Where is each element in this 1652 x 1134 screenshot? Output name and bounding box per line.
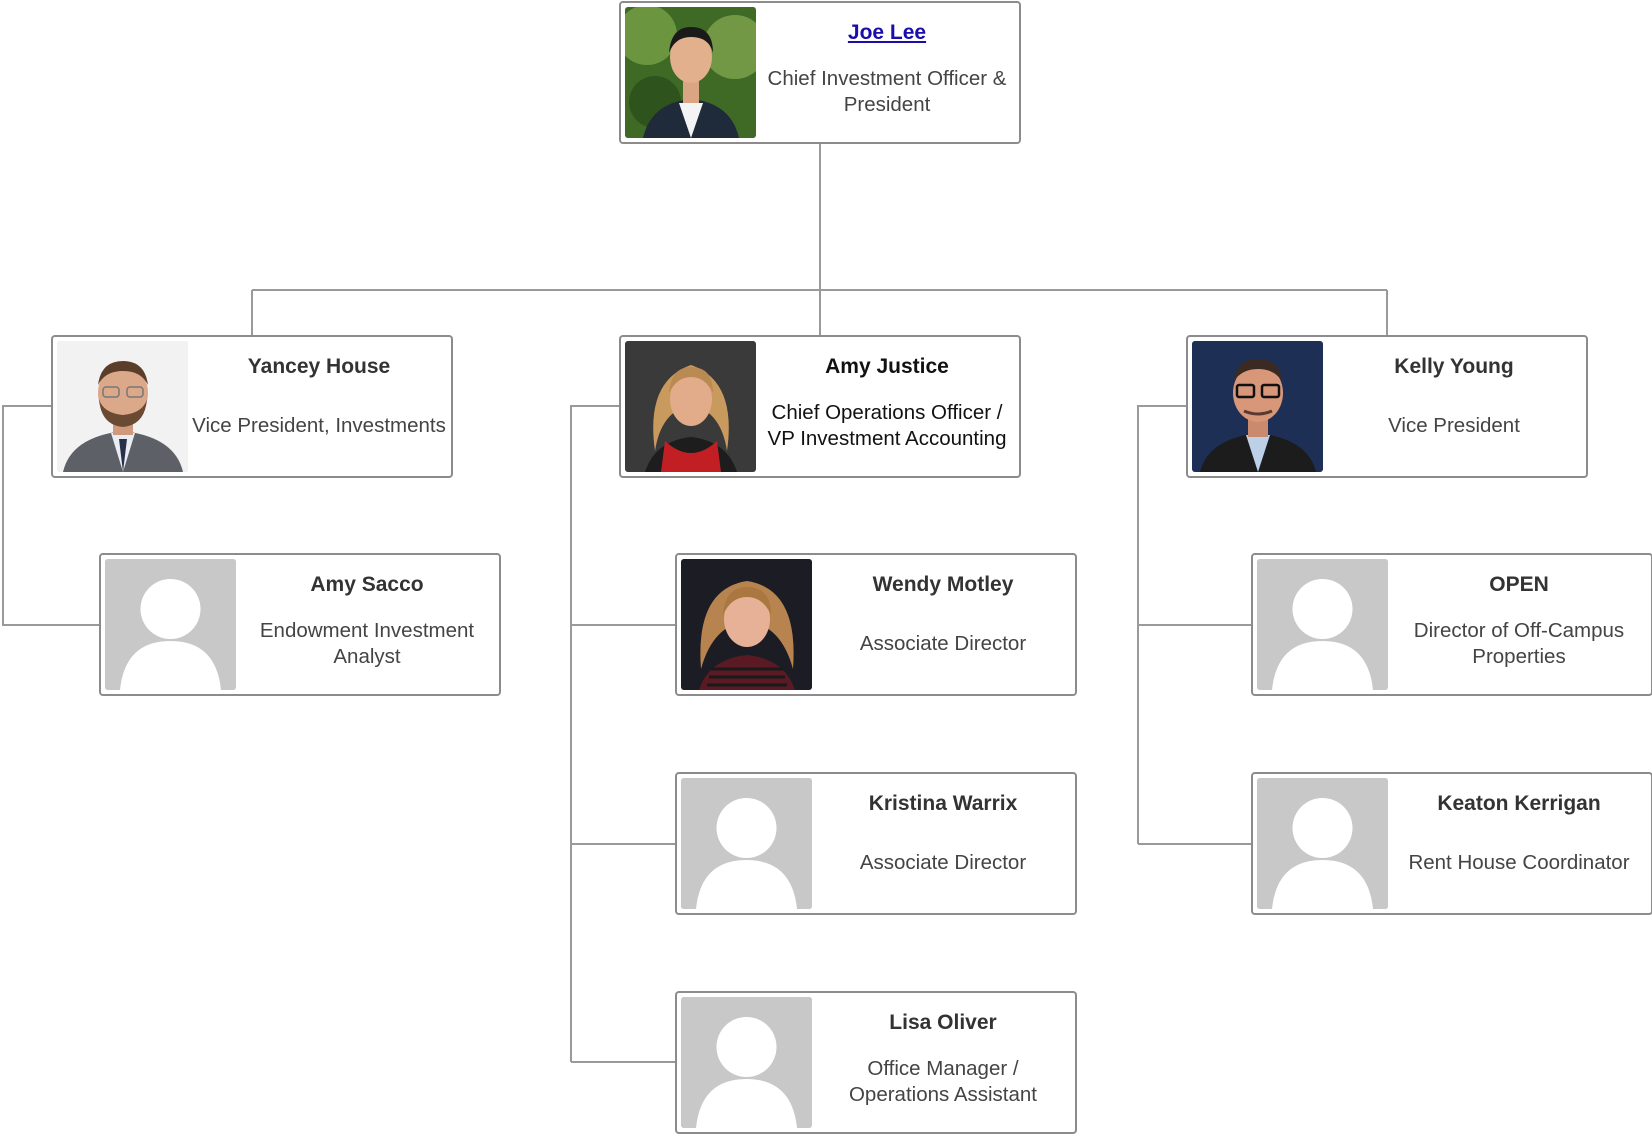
placeholder-avatar-icon (105, 559, 236, 690)
photo-yancey-house (57, 341, 188, 472)
name-wendy-motley: Wendy Motley (872, 573, 1014, 596)
org-card-yancey-house: Yancey House Vice President, Investments (51, 335, 453, 478)
org-card-lisa-oliver: Lisa Oliver Office Manager / Operations … (675, 991, 1077, 1134)
name-amy-justice: Amy Justice (825, 355, 949, 378)
placeholder-avatar-icon (681, 997, 812, 1128)
org-card-joe-lee: Joe Lee Chief Investment Officer & Presi… (619, 1, 1021, 144)
name-yancey-house: Yancey House (247, 355, 391, 378)
photo-amy-justice (625, 341, 756, 472)
connector-yancey-to-reports (2, 405, 99, 626)
title-amy-justice: Chief Operations Officer / VP Investment… (767, 400, 1007, 450)
photo-kelly-young (1192, 341, 1323, 472)
placeholder-avatar-icon (1257, 559, 1388, 690)
org-card-wendy-motley: Wendy Motley Associate Director (675, 553, 1077, 696)
title-lisa-oliver: Office Manager / Operations Assistant (848, 1056, 1037, 1106)
title-open: Director of Off-Campus Properties (1413, 618, 1625, 668)
name-kelly-young: Kelly Young (1394, 355, 1514, 378)
photo-joe-lee (625, 7, 756, 138)
name-joe-lee[interactable]: Joe Lee (847, 21, 927, 44)
org-card-keaton-kerrigan: Keaton Kerrigan Rent House Coordinator (1251, 772, 1652, 915)
title-amy-sacco: Endowment Investment Analyst (259, 618, 475, 668)
connector-kelly-to-reports (1137, 405, 1252, 845)
title-kelly-young: Vice President (1388, 413, 1520, 437)
org-card-kristina-warrix: Kristina Warrix Associate Director (675, 772, 1077, 915)
placeholder-avatar-icon (681, 778, 812, 909)
org-card-amy-justice: Amy Justice Chief Operations Officer / V… (619, 335, 1021, 478)
name-amy-sacco: Amy Sacco (310, 573, 424, 596)
name-kristina-warrix: Kristina Warrix (868, 792, 1018, 815)
title-yancey-house: Vice President, Investments (192, 413, 446, 437)
connector-joe-to-vps (251, 144, 1388, 337)
photo-wendy-motley (681, 559, 812, 690)
title-keaton-kerrigan: Rent House Coordinator (1408, 850, 1630, 874)
name-lisa-oliver: Lisa Oliver (889, 1011, 997, 1034)
name-keaton-kerrigan: Keaton Kerrigan (1437, 792, 1601, 815)
connector-amyj-to-reports (570, 405, 676, 1063)
title-kristina-warrix: Associate Director (859, 850, 1027, 874)
org-card-kelly-young: Kelly Young Vice President (1186, 335, 1588, 478)
title-joe-lee: Chief Investment Officer & President (767, 66, 1007, 116)
placeholder-avatar-icon (1257, 778, 1388, 909)
title-wendy-motley: Associate Director (859, 631, 1027, 655)
name-open: OPEN (1489, 573, 1549, 596)
org-card-amy-sacco: Amy Sacco Endowment Investment Analyst (99, 553, 501, 696)
org-card-open-position: OPEN Director of Off-Campus Properties (1251, 553, 1652, 696)
